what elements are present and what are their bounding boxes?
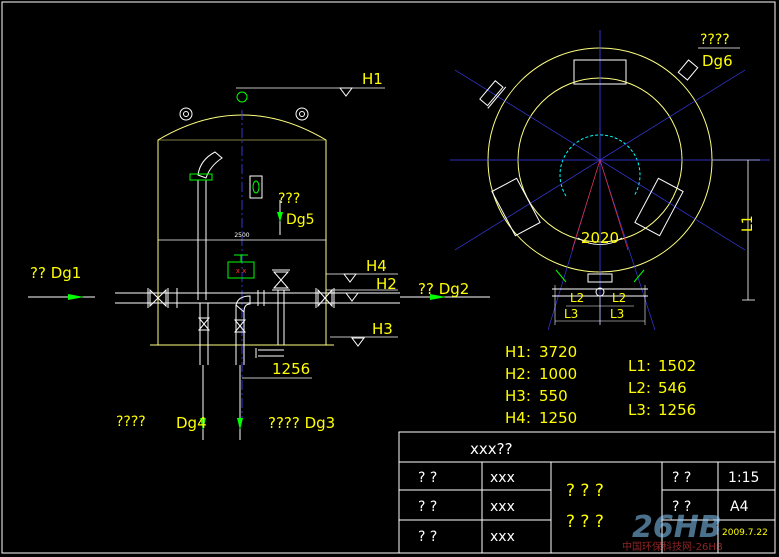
tb-size-label: ? ? (672, 499, 691, 515)
level-gauge (249, 175, 263, 199)
dg6-question: ???? (700, 32, 730, 48)
svg-text:H3: H3 (372, 320, 393, 338)
svg-text:H2: H2 (376, 275, 397, 293)
drain-legs (197, 295, 284, 365)
elevation-view: 2500 ??? Dg5 x x (28, 70, 490, 440)
side-nozzle-left (479, 80, 507, 109)
dg6-label: Dg6 (702, 52, 733, 70)
level-h4: H4 (326, 257, 398, 283)
tb-row1-label: ? ? (418, 470, 437, 486)
title-block-title: xxx?? (470, 440, 513, 458)
tb-size-value: A4 (730, 499, 749, 515)
width-dimension-value: 2500 (234, 232, 249, 239)
tb-row2-label: ? ? (418, 499, 437, 515)
length-value-1: 546 (658, 379, 687, 397)
dg5-arrow (277, 212, 283, 222)
dg2-arrow (430, 294, 446, 300)
dg5-label: Dg5 (286, 212, 315, 228)
vent-nozzle (236, 91, 248, 103)
height-value-1: 1000 (539, 365, 577, 383)
dim-l2-left: L2 (570, 291, 584, 305)
dim-2020: 2020 (581, 229, 619, 247)
level-h1: H1 (236, 70, 385, 97)
filter-right (634, 177, 684, 237)
filter-left (491, 177, 541, 237)
tb-row1-value: xxx (490, 470, 515, 486)
tb-center-1: ? ? ? (566, 481, 604, 501)
lifting-lug-left (179, 107, 193, 121)
dg4-prefix: ???? (116, 414, 146, 430)
riser-elbow (197, 151, 223, 179)
dim-l3-left: L3 (564, 307, 578, 321)
tb-center-2: ? ? ? (566, 512, 604, 532)
dg3-label: ???? Dg3 (268, 414, 335, 432)
tb-row2-value: xxx (490, 499, 515, 515)
dg3-arrow (237, 418, 243, 430)
plan-view: ???? Dg6 2020 L1 L2 L2 L3 L3 (450, 30, 770, 331)
level-h3: H3 (330, 320, 398, 347)
length-key-2: L3: (628, 401, 651, 419)
height-key-3: H4: (505, 409, 531, 427)
dg4-arrow (200, 418, 206, 430)
dg6-nozzle (677, 59, 699, 81)
height-key-1: H2: (505, 365, 531, 383)
vertical-valve (272, 269, 290, 345)
riser-pipe (197, 180, 207, 300)
length-key-0: L1: (628, 357, 651, 375)
watermark-mark: 26HB (632, 510, 722, 545)
dg4-label: Dg4 (176, 414, 207, 432)
plan-header: L2 L2 L3 L3 (552, 269, 648, 325)
manhole-top (573, 59, 627, 85)
valve-mark: x x (236, 267, 247, 275)
lifting-lug-right (295, 107, 309, 121)
tb-row3-label: ? ? (418, 529, 437, 545)
svg-text:H1: H1 (362, 70, 383, 88)
dg1-arrow (68, 294, 84, 300)
tb-row3-value: xxx (490, 529, 515, 545)
level-h2: H2 (326, 275, 398, 302)
title-block: xxx?? ? ? xxx ? ? xxx ? ? xxx ? ? ? ? ? … (398, 431, 776, 554)
svg-text:H4: H4 (366, 257, 387, 275)
tb-scale-label: ? ? (672, 470, 691, 486)
height-key-2: H3: (505, 387, 531, 405)
tb-date-value: 2009.7.22 (722, 528, 768, 538)
dim-l3-right: L3 (610, 307, 624, 321)
watermark-logo: 26HB 中国环保科技网-26HB (622, 510, 723, 553)
height-value-2: 550 (539, 387, 568, 405)
outlet-valve (315, 288, 335, 308)
watermark-sub: 中国环保科技网-26HB (622, 540, 723, 553)
height-key-0: H1: (505, 343, 531, 361)
dg2-label: ?? Dg2 (418, 280, 469, 298)
dg1-label: ?? Dg1 (30, 264, 81, 282)
dim-1256: 1256 (272, 360, 310, 378)
length-key-1: L2: (628, 379, 651, 397)
dim-l2-right: L2 (612, 291, 626, 305)
dim-l1: L1 (740, 215, 756, 232)
tb-scale-value: 1:15 (728, 470, 759, 486)
length-value-2: 1256 (658, 401, 696, 419)
dg5-question: ??? (278, 191, 300, 207)
height-value-0: 3720 (539, 343, 577, 361)
inlet-valve (147, 288, 178, 308)
height-value-3: 1250 (539, 409, 577, 427)
length-value-0: 1502 (658, 357, 696, 375)
